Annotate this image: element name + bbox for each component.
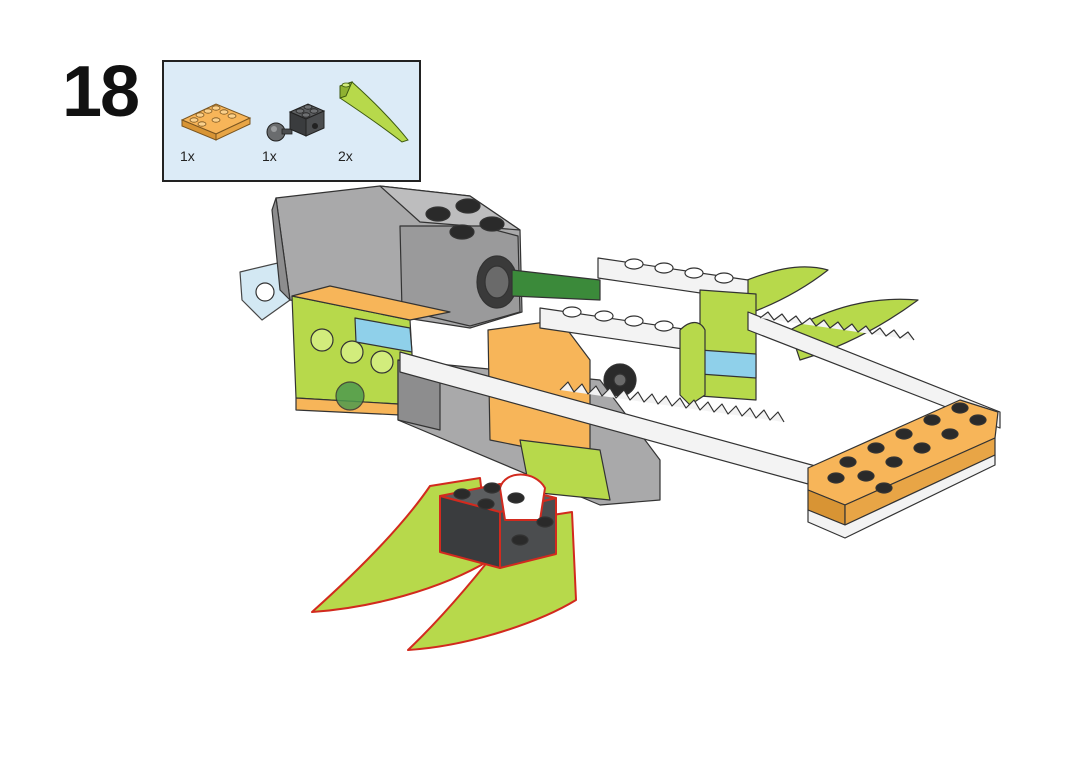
parts-callout: 1x 1x 2x	[162, 60, 421, 182]
part-quantity-1: 1x	[180, 148, 195, 164]
lime-curved-wedge-icon	[339, 81, 409, 143]
part-quantity-3: 2x	[338, 148, 353, 164]
step-number: 18	[62, 52, 140, 132]
dark-gray-brick-with-ball-joint-icon	[266, 103, 326, 142]
part-quantity-2: 1x	[262, 148, 277, 164]
orange-plate-2x4-icon	[180, 103, 252, 141]
